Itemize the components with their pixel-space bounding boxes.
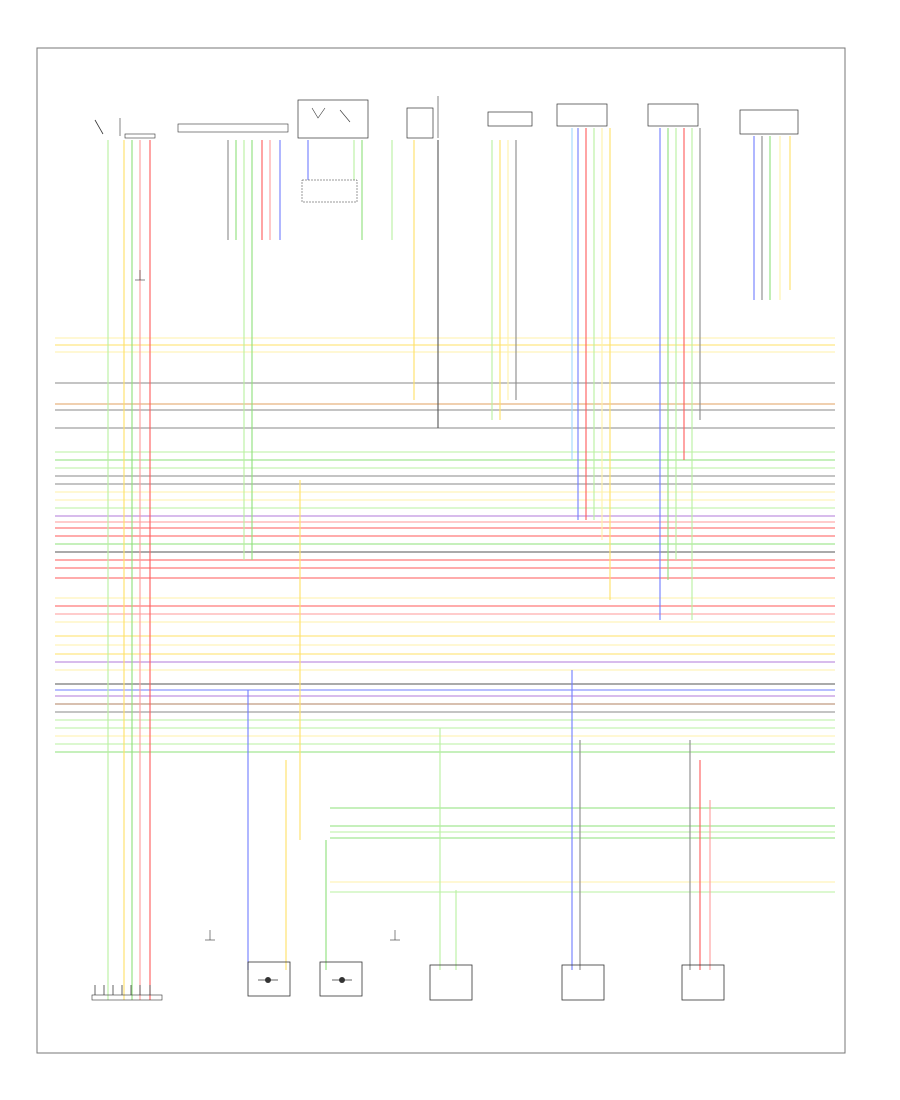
ignition-switch [94, 118, 156, 139]
ground-symbol-3 [390, 930, 400, 941]
control-module-4 [739, 109, 799, 135]
control-module-3 [647, 103, 699, 127]
sensor-1 [429, 964, 473, 1001]
ground-symbol-1 [135, 270, 145, 281]
component-layer [91, 96, 799, 1001]
diagram-border [36, 47, 846, 1054]
sensor-3 [681, 964, 725, 1001]
heated-seat-1 [247, 961, 291, 997]
control-module-1 [487, 111, 533, 127]
sensor-2 [561, 964, 605, 1001]
ground-symbol-2 [205, 930, 215, 941]
control-module-2 [556, 103, 608, 127]
junction-block [177, 123, 289, 133]
bottom-left-connector [91, 994, 163, 1001]
fuse-block [406, 96, 439, 139]
wire-layer [55, 128, 835, 1000]
heated-seat-2 [319, 961, 363, 997]
ptc-heater-box [297, 99, 369, 203]
